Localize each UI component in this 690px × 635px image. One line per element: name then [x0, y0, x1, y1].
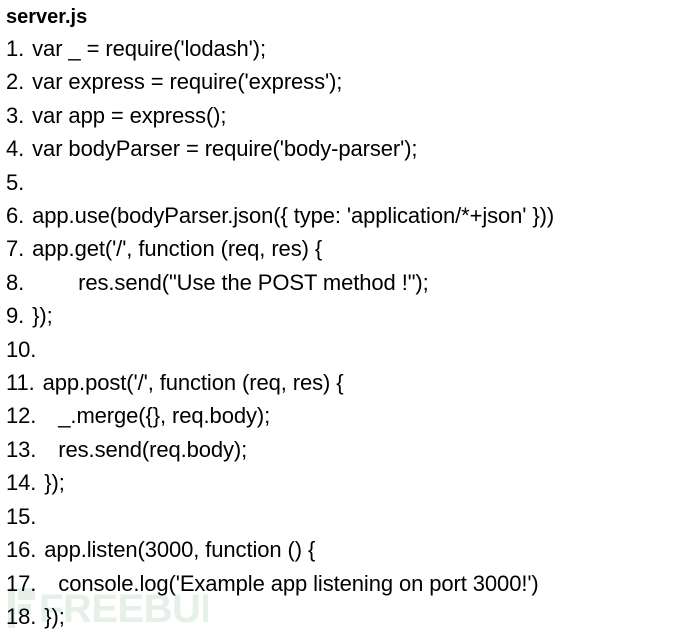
- line-number: 1.: [6, 36, 25, 61]
- code-line: 14.});: [6, 466, 690, 499]
- line-number: 3.: [6, 102, 25, 128]
- line-code: res.send("Use the POST method !");: [78, 269, 429, 295]
- line-code: app.listen(3000, function () {: [44, 537, 316, 563]
- code-line: 5.: [6, 166, 690, 199]
- line-number: 15.: [6, 503, 37, 529]
- file-title: server.js: [6, 6, 88, 28]
- code-line: 17. console.log('Example app listening on…: [6, 567, 690, 600]
- line-code: app.use(bodyParser.json({ type: 'applica…: [32, 203, 555, 229]
- line-code: app.get('/', function (req, res) {: [32, 236, 323, 262]
- code-line: 4. var bodyParser = require('body-parser'…: [6, 132, 690, 165]
- line-number: 5.: [6, 169, 25, 195]
- line-code: app.post('/', function (req, res) {: [42, 370, 344, 396]
- line-code: });: [44, 603, 65, 629]
- line-number: 18.: [6, 603, 37, 629]
- code-line: 1. var _ = require('lodash');: [6, 32, 690, 65]
- line-number: 9.: [6, 303, 25, 329]
- code-line-list: 1. var _ = require('lodash'); 2. var expres…: [6, 32, 690, 633]
- code-line: 12. _.merge({}, req.body);: [6, 399, 690, 432]
- code-line: 15.: [6, 500, 690, 533]
- code-line: 16. app.listen(3000, function () {: [6, 533, 690, 566]
- code-line: 18.});: [6, 600, 690, 633]
- code-line: 11. app.post('/', function (req, res) {: [6, 366, 690, 399]
- line-number: 11.: [6, 370, 35, 396]
- code-line: 7. app.get('/', function (req, res) {: [6, 232, 690, 265]
- line-number: 6.: [6, 203, 25, 229]
- code-line: 3. var app = express();: [6, 99, 690, 132]
- line-number: 14.: [6, 470, 37, 496]
- line-number: 12.: [6, 403, 37, 429]
- line-code: _.merge({}, req.body);: [58, 403, 271, 429]
- code-line: 9.});: [6, 299, 690, 332]
- line-code: });: [32, 303, 53, 329]
- code-line: 10.: [6, 333, 690, 366]
- line-code: });: [44, 470, 65, 496]
- line-code: res.send(req.body);: [58, 436, 248, 462]
- line-number: 10.: [6, 336, 37, 362]
- line-number: 2.: [6, 69, 25, 95]
- line-code: console.log('Example app listening on po…: [58, 570, 539, 596]
- line-code: var bodyParser = require('body-parser');: [32, 136, 418, 162]
- line-number: 16.: [6, 537, 37, 563]
- line-number: 7.: [6, 236, 25, 262]
- line-code: var express = require('express');: [32, 69, 343, 95]
- line-number: 4.: [6, 136, 25, 162]
- code-line: 6. app.use(bodyParser.json({ type: 'appli…: [6, 199, 690, 232]
- line-code: var _ = require('lodash');: [32, 36, 267, 61]
- code-line: 2. var express = require('express');: [6, 65, 690, 98]
- code-line: 13. res.send(req.body);: [6, 433, 690, 466]
- code-line: 8. res.send("Use the POST method !");: [6, 266, 690, 299]
- line-number: 13.: [6, 436, 37, 462]
- line-code: var app = express();: [32, 102, 227, 128]
- line-number: 17.: [6, 570, 37, 596]
- line-number: 8.: [6, 269, 25, 295]
